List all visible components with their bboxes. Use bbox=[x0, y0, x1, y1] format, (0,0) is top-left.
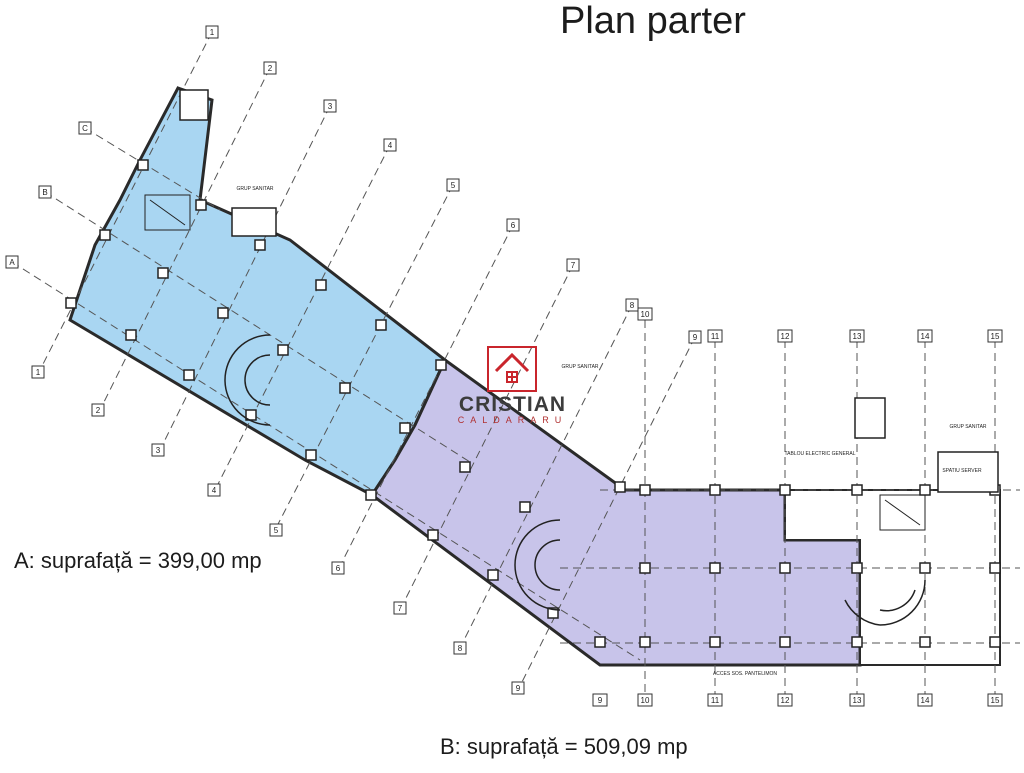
svg-text:2: 2 bbox=[96, 406, 101, 415]
grid-label-14-bottom: 14 bbox=[917, 693, 933, 707]
svg-text:13: 13 bbox=[853, 696, 862, 705]
grid-label-2-top: 2 bbox=[263, 61, 277, 75]
grid-label-7-bottom: 7 bbox=[393, 601, 407, 615]
grid-label-c: C bbox=[78, 121, 92, 135]
svg-text:9: 9 bbox=[693, 333, 698, 342]
grid-labels-rows: A B C bbox=[5, 121, 92, 269]
watermark-logo: CRISTIAN CALDARARU bbox=[440, 345, 585, 425]
grid-label-15-top: 15 bbox=[987, 329, 1003, 343]
grid-label-5-bottom: 5 bbox=[269, 523, 283, 537]
spiral-stair-b bbox=[514, 519, 561, 611]
logo-subtitle: CALDARARU bbox=[457, 415, 568, 425]
svg-text:13: 13 bbox=[853, 332, 862, 341]
svg-text:7: 7 bbox=[398, 604, 403, 613]
svg-text:B: B bbox=[42, 188, 47, 197]
plan-title: Plan parter bbox=[560, 0, 746, 42]
house-logo-icon bbox=[487, 346, 537, 392]
grid-label-a: A bbox=[5, 255, 19, 269]
svg-text:15: 15 bbox=[991, 332, 1000, 341]
grid-label-9-bottom-row: 9 bbox=[592, 693, 608, 707]
svg-text:8: 8 bbox=[630, 301, 635, 310]
grid-labels-vertical-top: 10 11 12 13 14 15 bbox=[637, 307, 1003, 343]
svg-text:A: A bbox=[9, 258, 15, 267]
grid-label-9-bottom: 9 bbox=[511, 681, 525, 695]
area-a-label: A: suprafață = 399,00 mp bbox=[14, 548, 262, 573]
svg-text:C: C bbox=[82, 124, 88, 133]
svg-text:6: 6 bbox=[336, 564, 341, 573]
logo-name: CRISTIAN bbox=[458, 393, 567, 416]
svg-text:11: 11 bbox=[711, 696, 720, 705]
svg-text:12: 12 bbox=[781, 332, 790, 341]
grid-label-11-bottom: 11 bbox=[707, 693, 723, 707]
tag-wc1: GRUP SANITAR bbox=[236, 186, 273, 192]
grid-label-5-top: 5 bbox=[446, 178, 460, 192]
grid-label-6-top: 6 bbox=[506, 218, 520, 232]
svg-text:5: 5 bbox=[451, 181, 456, 190]
grid-labels-bottom: 9 10 11 12 13 14 15 bbox=[592, 693, 1003, 707]
room-tags: GRUP SANITAR GRUP SANITAR GRUP SANITAR T… bbox=[236, 186, 986, 677]
spiral-stair-a bbox=[224, 334, 271, 426]
grid-label-9-top: 9 bbox=[688, 330, 702, 344]
svg-text:7: 7 bbox=[571, 261, 576, 270]
service-stairs bbox=[144, 194, 926, 531]
grid-oblique bbox=[39, 31, 696, 691]
grid-label-4-bottom: 4 bbox=[207, 483, 221, 497]
grid-label-1-top: 1 bbox=[205, 25, 219, 39]
svg-text:3: 3 bbox=[328, 102, 333, 111]
small-rooms bbox=[179, 89, 999, 493]
tag-wc3: GRUP SANITAR bbox=[949, 424, 986, 430]
svg-text:10: 10 bbox=[641, 310, 650, 319]
grid-label-4-top: 4 bbox=[383, 138, 397, 152]
grid-label-12-top: 12 bbox=[777, 329, 793, 343]
grid-label-3-top: 3 bbox=[323, 99, 337, 113]
grid-label-6-bottom: 6 bbox=[331, 561, 345, 575]
svg-text:4: 4 bbox=[212, 486, 217, 495]
grid-label-14-top: 14 bbox=[917, 329, 933, 343]
grid-label-11-top: 11 bbox=[707, 329, 723, 343]
grid-label-3-bottom: 3 bbox=[151, 443, 165, 457]
grid-label-10-bottom: 10 bbox=[637, 693, 653, 707]
grid-rows bbox=[11, 127, 641, 661]
svg-text:9: 9 bbox=[598, 696, 603, 705]
svg-text:1: 1 bbox=[36, 368, 41, 377]
grid-label-15-bottom: 15 bbox=[987, 693, 1003, 707]
grid-labels-oblique-bottom: 1 2 3 4 5 6 7 8 9 bbox=[31, 365, 525, 695]
grid-label-1-bottom: 1 bbox=[31, 365, 45, 379]
area-b-label: B: suprafață = 509,09 mp bbox=[440, 734, 688, 759]
svg-text:14: 14 bbox=[921, 332, 930, 341]
grid-label-13-bottom: 13 bbox=[849, 693, 865, 707]
svg-text:15: 15 bbox=[991, 696, 1000, 705]
grid-label-13-top: 13 bbox=[849, 329, 865, 343]
grid-label-12-bottom: 12 bbox=[777, 693, 793, 707]
svg-text:1: 1 bbox=[210, 28, 215, 37]
grid-label-8-top: 8 bbox=[625, 298, 639, 312]
grid-label-7-top: 7 bbox=[566, 258, 580, 272]
spiral-stair-c bbox=[844, 579, 926, 626]
tag-wc2: GRUP SANITAR bbox=[561, 364, 598, 370]
svg-text:11: 11 bbox=[711, 332, 720, 341]
grid-label-8-bottom: 8 bbox=[453, 641, 467, 655]
svg-text:10: 10 bbox=[641, 696, 650, 705]
svg-text:5: 5 bbox=[274, 526, 279, 535]
svg-text:4: 4 bbox=[388, 141, 393, 150]
structural-columns bbox=[65, 159, 1001, 648]
grid-label-2-bottom: 2 bbox=[91, 403, 105, 417]
grid-label-10-top: 10 bbox=[637, 307, 653, 321]
tag-access-3: ACCES SOS. PANTELIMON bbox=[713, 671, 777, 677]
tag-server: SPATIU SERVER bbox=[942, 468, 982, 474]
svg-text:2: 2 bbox=[268, 64, 273, 73]
svg-text:14: 14 bbox=[921, 696, 930, 705]
grid-labels-oblique-top: 1 2 3 4 5 6 7 8 9 bbox=[205, 25, 702, 344]
grid-label-b: B bbox=[38, 185, 52, 199]
svg-text:8: 8 bbox=[458, 644, 463, 653]
svg-text:3: 3 bbox=[156, 446, 161, 455]
svg-text:12: 12 bbox=[781, 696, 790, 705]
svg-text:6: 6 bbox=[511, 221, 516, 230]
svg-text:9: 9 bbox=[516, 684, 521, 693]
tag-panel: TABLOU ELECTRIC GENERAL bbox=[784, 451, 855, 457]
